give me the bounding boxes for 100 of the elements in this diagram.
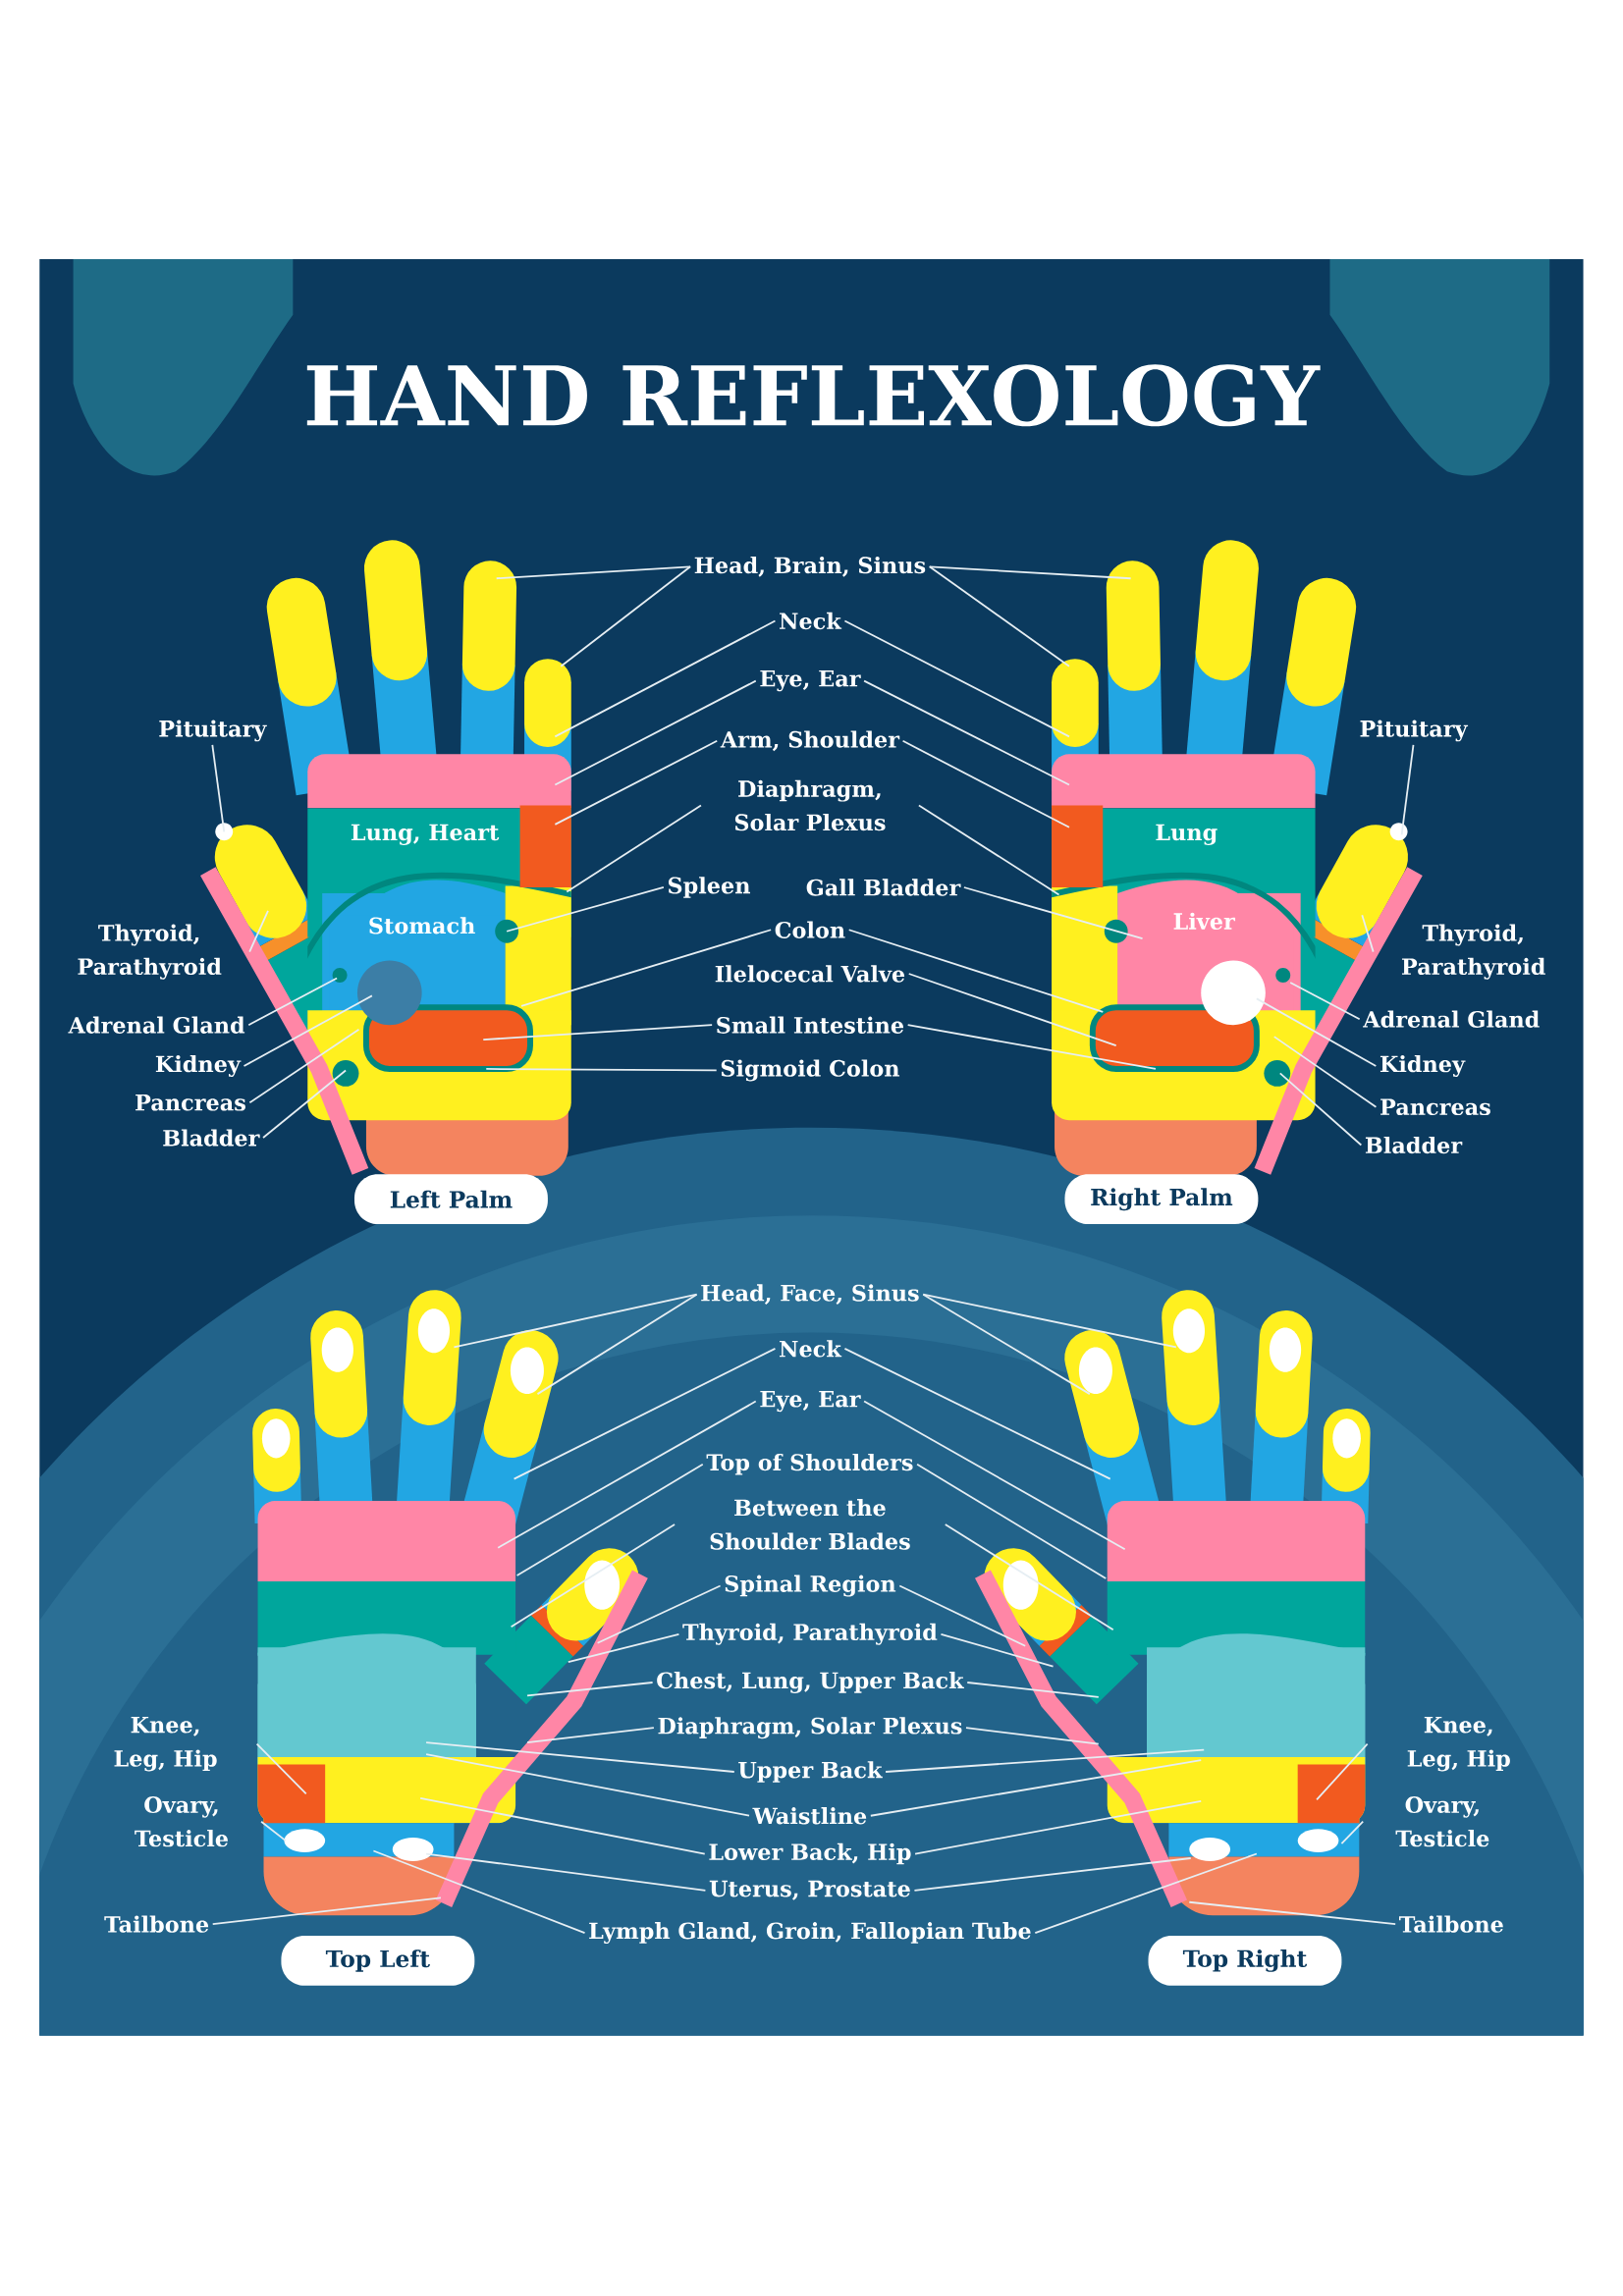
leader-line: [944, 1523, 1114, 1631]
leader-line: [485, 1068, 718, 1072]
leader-line: [566, 804, 702, 893]
leader-line: [554, 679, 757, 786]
zone-label: Diaphragm, Solar Plexus: [734, 779, 886, 831]
zone-label: Bladder: [1366, 1136, 1463, 1154]
hand-label: Top Right: [1148, 1936, 1342, 1986]
leader-line: [554, 619, 777, 738]
leader-line: [248, 1028, 360, 1104]
leader-line: [1256, 997, 1378, 1067]
zone-label: Head, Brain, Sinus: [694, 556, 926, 577]
leader-line: [928, 565, 1132, 580]
leader-line: [560, 565, 692, 667]
zone-label: Neck: [780, 612, 842, 630]
zone-label: Adrenal Gland: [68, 1016, 245, 1034]
zone-label: Kidney: [1380, 1055, 1466, 1077]
leader-line: [928, 565, 1070, 667]
leader-line: [510, 1523, 676, 1629]
leader-line: [901, 739, 1070, 828]
zone-label: Knee, Leg, Hip: [114, 1716, 217, 1772]
leader-line: [260, 1820, 287, 1842]
zone-label: Adrenal Gland: [1363, 1010, 1540, 1028]
leader-line: [211, 744, 226, 833]
leader-line: [1361, 914, 1375, 953]
zone-label: Ilelocecal Valve: [715, 965, 905, 983]
leader-line: [526, 1727, 655, 1744]
zone-label: Thyroid, Parathyroid: [1402, 924, 1545, 980]
zone-label: Sigmoid Colon: [721, 1059, 900, 1082]
leader-line: [940, 1632, 1055, 1668]
hand-label: Right Palm: [1064, 1174, 1259, 1225]
zone-label: Knee, Leg, Hip: [1407, 1716, 1510, 1772]
zone-label: Head, Face, Sinus: [701, 1284, 919, 1306]
zone-label: Small Intestine: [717, 1016, 904, 1034]
leader-line: [515, 1463, 704, 1576]
leader-line: [482, 1024, 714, 1041]
leader-line: [425, 1753, 751, 1817]
leader-line: [554, 739, 719, 826]
leader-line: [1289, 982, 1361, 1021]
leader-line: [965, 1727, 1100, 1745]
zone-label: Pituitary: [159, 720, 267, 742]
leader-line: [870, 1759, 1203, 1817]
leader-line: [1400, 744, 1415, 836]
zone-label: Upper Back: [738, 1761, 883, 1783]
leader-line: [372, 1849, 586, 1934]
leader-line: [1340, 1820, 1365, 1844]
zone-label: Lymph Gland, Groin, Fallopian Tube: [589, 1922, 1031, 1945]
title: HAND REFLEXOLOGY: [306, 364, 1321, 427]
zone-label: Bladder: [163, 1129, 260, 1147]
zone-label: Neck: [780, 1340, 842, 1358]
leader-line: [526, 1682, 654, 1697]
zone-label: Pancreas: [135, 1095, 245, 1111]
leader-line: [1034, 1852, 1258, 1934]
leader-line: [847, 929, 1105, 1013]
leader-line: [495, 565, 692, 580]
leader-line: [898, 1584, 1027, 1647]
zone-label: Top of Shoulders: [706, 1453, 913, 1475]
hand-drawing: [975, 1290, 1371, 1916]
leader-line: [906, 1024, 1157, 1070]
leader-line: [918, 804, 1060, 896]
zone-label: Arm, Shoulder: [720, 730, 900, 752]
leader-line: [1188, 1900, 1397, 1926]
zone-label: Ovary, Testicle: [135, 1796, 229, 1847]
zone-label: Colon: [775, 921, 845, 938]
leader-line: [863, 679, 1070, 786]
leader-line: [843, 1348, 1111, 1480]
leader-line: [247, 977, 339, 1027]
leader-line: [255, 1742, 307, 1795]
zone-label: Ovary, Testicle: [1395, 1796, 1489, 1847]
zone-label: Diaphragm, Solar Plexus: [658, 1717, 962, 1739]
zone-label: Thyroid, Parathyroid: [682, 1623, 938, 1645]
zone-label: Spleen: [669, 877, 751, 898]
leader-line: [425, 1741, 735, 1773]
leader-line: [863, 1400, 1126, 1551]
leader-line: [497, 1400, 757, 1549]
zone-label: Tailbone: [1399, 1915, 1503, 1933]
leader-line: [513, 1348, 777, 1480]
zone-label: Chest, Lung, Upper Back: [657, 1672, 965, 1693]
leader-line: [907, 973, 1117, 1046]
leader-line: [425, 1852, 707, 1892]
leader-line: [211, 1896, 442, 1926]
leader-line: [1278, 1072, 1363, 1147]
leader-line: [419, 1796, 706, 1855]
leader-line: [916, 1463, 1108, 1579]
zone-label: Spinal Region: [725, 1575, 896, 1597]
zone-label: Eye, Ear: [760, 670, 861, 692]
zone-label: Eye, Ear: [760, 1390, 861, 1413]
leader-line: [262, 1069, 348, 1139]
leader-line: [1273, 1036, 1378, 1108]
leader-line: [922, 1293, 1091, 1395]
leader-line: [243, 994, 373, 1067]
zone-label: Tailbone: [104, 1915, 209, 1933]
zone-label: Between the Shoulder Blades: [710, 1499, 910, 1550]
leader-line: [913, 1857, 1192, 1892]
hand-drawing: [252, 1290, 648, 1916]
leader-line: [536, 1293, 698, 1395]
hand-label: Left Palm: [354, 1174, 548, 1225]
leader-line: [922, 1293, 1177, 1349]
leader-line: [596, 1584, 722, 1644]
zone-label: Kidney: [155, 1055, 242, 1077]
leader-line: [248, 909, 269, 953]
